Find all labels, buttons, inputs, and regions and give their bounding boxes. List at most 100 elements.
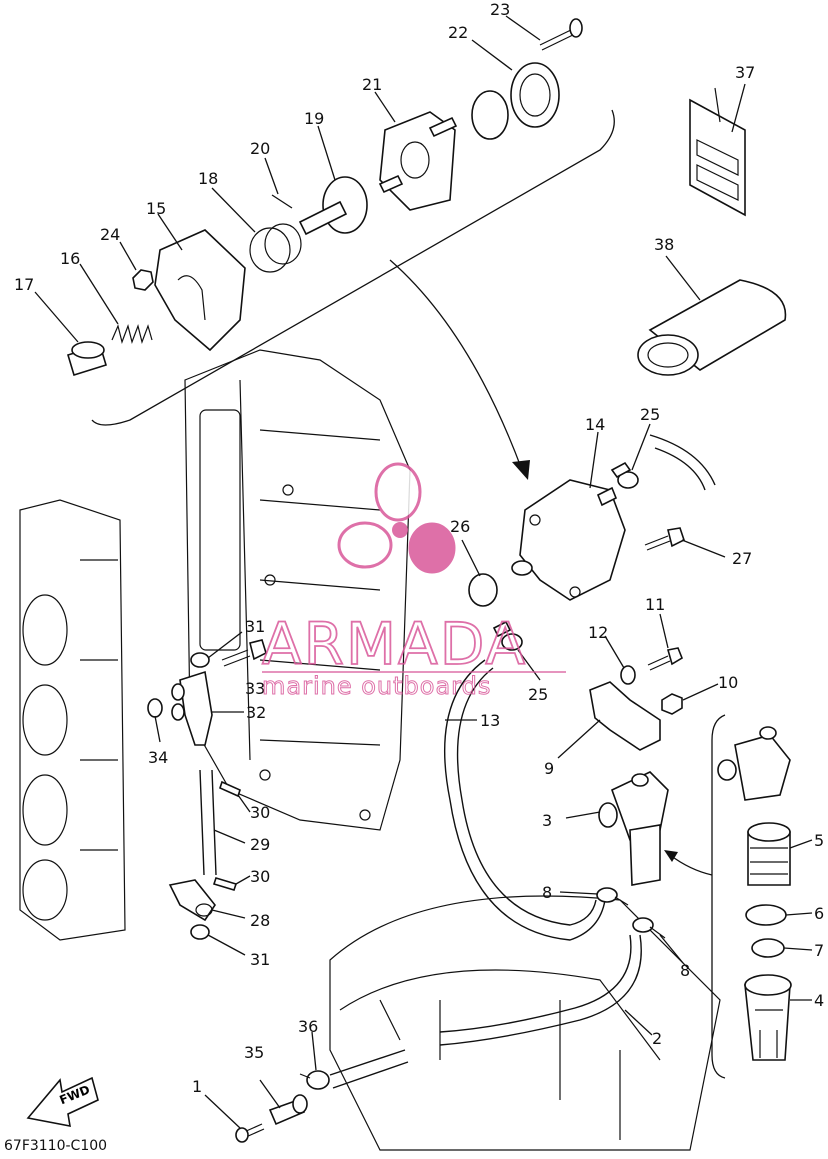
callout-10: 10	[718, 673, 738, 692]
part-30-clip-lower	[212, 877, 238, 891]
callout-37: 37	[735, 63, 755, 82]
part-12-washer	[620, 665, 636, 685]
callout-3: 3	[542, 811, 552, 830]
callout-4: 4	[814, 991, 824, 1010]
part-19-diaphragm	[298, 176, 368, 236]
callout-7: 7	[814, 941, 824, 960]
part-25-clip-upper	[610, 461, 639, 489]
callout-27: 27	[732, 549, 752, 568]
callout-13: 13	[480, 711, 500, 730]
pointer-arrowhead	[512, 460, 530, 480]
callout-33: 33	[245, 679, 265, 698]
callout-31b: 31	[250, 950, 270, 969]
callout-29: 29	[250, 835, 270, 854]
callout-25a: 25	[640, 405, 660, 424]
callout-20: 20	[250, 139, 270, 158]
fuel-hose-13-inner	[456, 667, 597, 926]
exploded-frame-outline	[91, 109, 615, 426]
part-27-bolt	[644, 527, 685, 551]
leader-lines	[34, 15, 813, 1129]
propeller-logo-icon	[337, 462, 456, 574]
fuel-hose-2-inner	[439, 934, 632, 1033]
part-11-bolt	[647, 647, 683, 671]
callout-24: 24	[100, 225, 120, 244]
callout-15: 15	[146, 199, 166, 218]
inset-pointer	[669, 854, 713, 876]
callout-17: 17	[14, 275, 34, 294]
pump-hose-25	[649, 434, 716, 491]
inset-frame	[711, 714, 726, 1079]
fuel-hose-2	[439, 934, 642, 1046]
part-31-washer-lower	[190, 924, 210, 940]
part-22-cap	[471, 62, 560, 140]
cylinder-head	[184, 349, 411, 831]
part-34-cap	[147, 698, 163, 718]
part-14-fuel-pump	[511, 479, 626, 601]
part-24-nut	[132, 269, 154, 291]
part-26-o-ring	[468, 573, 498, 607]
part-17-sleeve	[67, 341, 107, 377]
drain-hose-29	[199, 769, 217, 876]
callout-12: 12	[588, 623, 608, 642]
part-3-fuel-filter	[598, 771, 669, 886]
callout-28: 28	[250, 911, 270, 930]
inset-filter-head	[717, 726, 791, 801]
part-6-o-ring	[745, 904, 787, 926]
callout-30a: 30	[250, 803, 270, 822]
callout-18: 18	[198, 169, 218, 188]
callout-25b: 25	[528, 685, 548, 704]
part-23-screw	[539, 18, 583, 51]
part-37-label	[689, 87, 746, 217]
callout-16: 16	[60, 249, 80, 268]
part-8-clamp-left	[596, 887, 629, 906]
callout-9: 9	[544, 759, 554, 778]
callout-23: 23	[490, 0, 510, 19]
part-28-holder	[168, 879, 216, 922]
callout-19: 19	[304, 109, 324, 128]
part-4-filter-cup	[744, 974, 792, 1061]
callout-labels: 1 2 3 4 5 6 7 8 8 9 10 11 12 13 14 15 16…	[14, 0, 824, 1096]
callout-14: 14	[585, 415, 605, 434]
callout-2: 2	[652, 1029, 662, 1048]
callout-8a: 8	[542, 883, 552, 902]
bottom-cowling	[329, 895, 721, 1151]
callout-34: 34	[148, 748, 168, 767]
part-38-sleeve	[637, 279, 787, 376]
callout-35: 35	[244, 1043, 264, 1062]
inlet-hose-36	[329, 1049, 409, 1089]
callout-36: 36	[298, 1017, 318, 1036]
fwd-arrow-icon: FWD	[26, 1076, 99, 1128]
part-36-clamp	[299, 1070, 330, 1090]
part-15-housing	[154, 229, 246, 352]
part-18-spring	[249, 223, 302, 273]
inset-pointer-head	[664, 850, 678, 862]
part-32-fitting	[171, 670, 213, 746]
part-1-bolt	[235, 1123, 265, 1143]
callout-1: 1	[192, 1077, 202, 1096]
part-30-clip-upper	[219, 780, 241, 798]
part-25-clip-lower	[492, 620, 523, 651]
callout-22: 22	[448, 23, 468, 42]
watermark-brand: ARMADA	[262, 610, 527, 678]
callout-6: 6	[814, 904, 824, 923]
part-21-cover	[378, 111, 458, 211]
callout-8b: 8	[680, 961, 690, 980]
callout-11: 11	[645, 595, 665, 614]
part-16-spring	[111, 323, 153, 345]
callout-26: 26	[450, 517, 470, 536]
callout-21: 21	[362, 75, 382, 94]
part-8-clamp-right	[632, 917, 666, 939]
cylinder-block	[19, 499, 126, 941]
part-5-filter-element	[747, 822, 791, 886]
callout-5: 5	[814, 831, 824, 850]
watermark-tagline: marine outboards	[262, 672, 491, 700]
callout-30b: 30	[250, 867, 270, 886]
callout-31a: 31	[245, 617, 265, 636]
callout-38: 38	[654, 235, 674, 254]
callout-32: 32	[246, 703, 266, 722]
part-35-fitting	[268, 1094, 308, 1126]
diagram-code: 67F3110-C100	[4, 1138, 107, 1154]
part-9-bracket	[589, 681, 661, 751]
part-31-washer-upper	[190, 652, 210, 668]
